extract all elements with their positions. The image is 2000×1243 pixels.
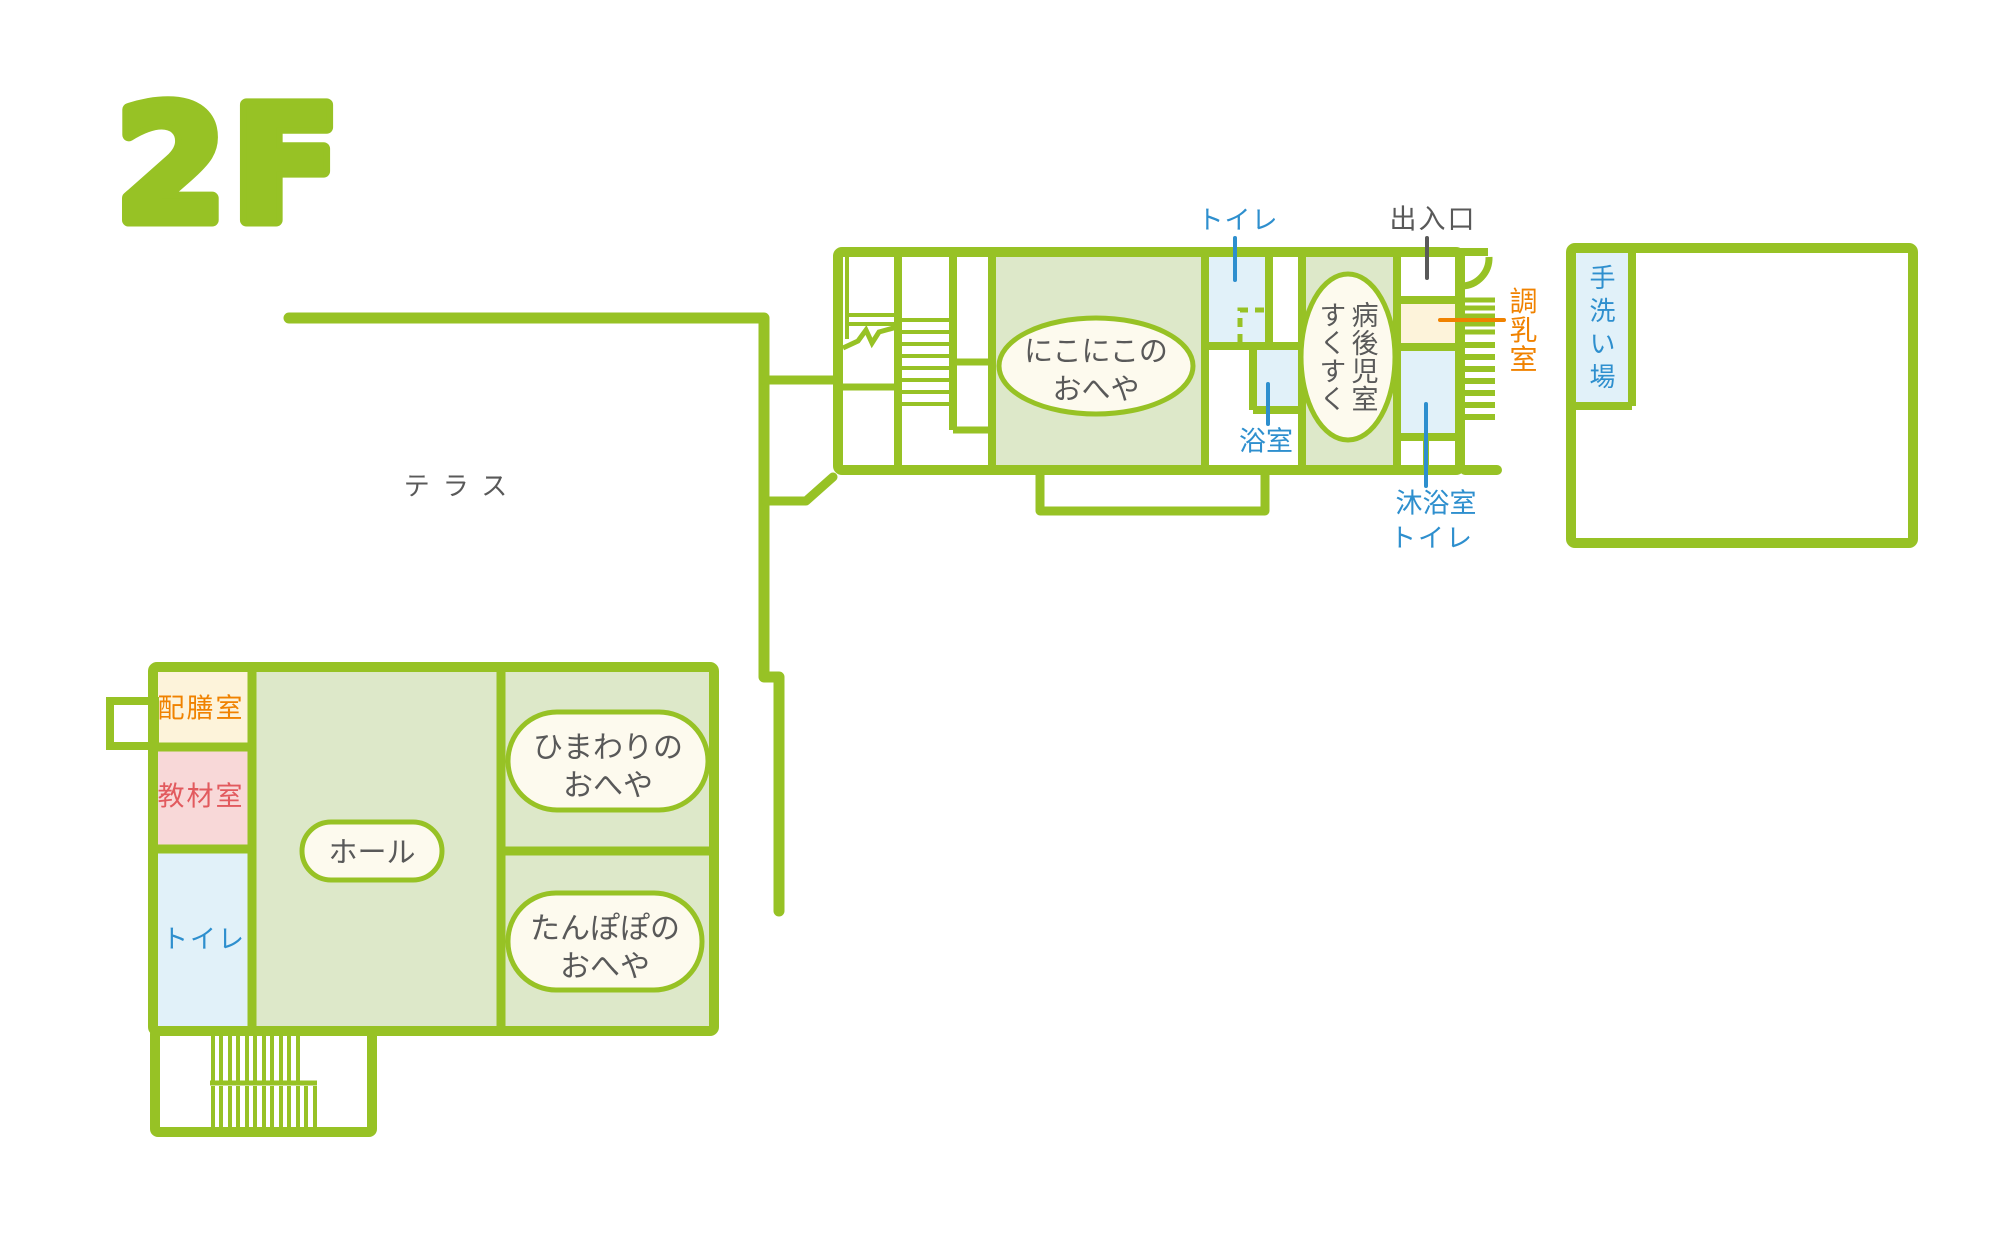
room-milk (1397, 300, 1460, 347)
baby-bath-toilet-label: トイレ (1390, 524, 1474, 554)
nikoniko-label-line2: おへや (1052, 372, 1139, 406)
materials-room-label: 教材室 (158, 782, 245, 813)
room-toilet-lower (153, 849, 252, 1031)
sick-room-label-left: すくすく (1315, 301, 1346, 413)
room-hand-wash (1576, 253, 1630, 405)
upper-building-outline (833, 247, 1465, 475)
hall-label: ホール (328, 835, 415, 869)
sick-room-label-right: 病後児室 (1347, 301, 1379, 413)
milk-room-label: 調乳室 (1506, 286, 1539, 373)
floor-title: 2F (116, 74, 346, 258)
external-stairs (1460, 297, 1502, 475)
hand-wash-building-outline (1566, 243, 1918, 548)
terrace-label: テラス (404, 472, 520, 502)
himawari-label-line2: おへや (563, 769, 653, 804)
nikoniko-label-line1: にこにこの (1024, 334, 1168, 368)
himawari-bubble: ひまわりの おへや (505, 709, 711, 813)
sick-room-bubble: 病後児室 すくすく (1298, 271, 1398, 443)
entrance-callout: 出入口 (1390, 205, 1477, 280)
stair-break-line (841, 324, 898, 351)
milk-room-callout: 調乳室 (1438, 286, 1539, 374)
lower-interior-walls (148, 662, 719, 1036)
serving-room-label: 配膳室 (158, 694, 245, 725)
internal-stairs (841, 256, 951, 406)
lower-building: 配膳室 教材室 トイレ ホール ひまわりの おへや たんぽぽの おへや (106, 662, 719, 1137)
room-serving (153, 667, 252, 747)
hall-bubble: ホール (299, 819, 445, 883)
lower-stair-treads-lower (211, 1086, 317, 1128)
toilet-lower-label: トイレ (162, 925, 246, 955)
terrace-connector-diagonal (761, 472, 838, 506)
toilet-door-dashed (1237, 307, 1264, 344)
tanpopo-bubble: たんぽぽの おへや (505, 890, 705, 993)
lower-stair-treads-upper (211, 1034, 300, 1081)
tanpopo-label-line2: おへや (560, 950, 650, 985)
upper-building: にこにこの おへや 病後児室 すくすく トイレ 出入口 調乳室 浴室 沐浴室 (833, 205, 1539, 554)
bath-label: 浴室 (1239, 427, 1293, 458)
terrace-wall (283, 312, 785, 917)
hand-wash-label: 手洗い場 (1585, 264, 1615, 396)
tanpopo-label-line1: たんぽぽの (530, 912, 680, 947)
toilet-upper-label: トイレ (1197, 206, 1278, 236)
himawari-label-line1: ひまわりの (533, 731, 683, 766)
bath-callout: 浴室 (1239, 382, 1293, 458)
hand-wash-building: 手洗い場 (1566, 243, 1918, 548)
baby-bath-label: 沐浴室 (1396, 489, 1477, 520)
stair-treads (900, 318, 951, 406)
room-bath (1253, 346, 1302, 410)
nikoniko-bubble: にこにこの おへや (996, 315, 1196, 417)
terrace: テラス (283, 312, 840, 917)
entrance-label: 出入口 (1390, 205, 1477, 236)
room-baby-bath (1397, 347, 1460, 437)
upper-balcony (1035, 470, 1270, 516)
door-swing-arc (1461, 256, 1493, 290)
baby-bath-callout: 沐浴室 トイレ (1390, 402, 1477, 554)
room-materials (153, 747, 252, 849)
lower-stairs (150, 1026, 377, 1137)
entrance-door (1458, 248, 1493, 290)
toilet-upper-callout: トイレ (1197, 206, 1278, 282)
